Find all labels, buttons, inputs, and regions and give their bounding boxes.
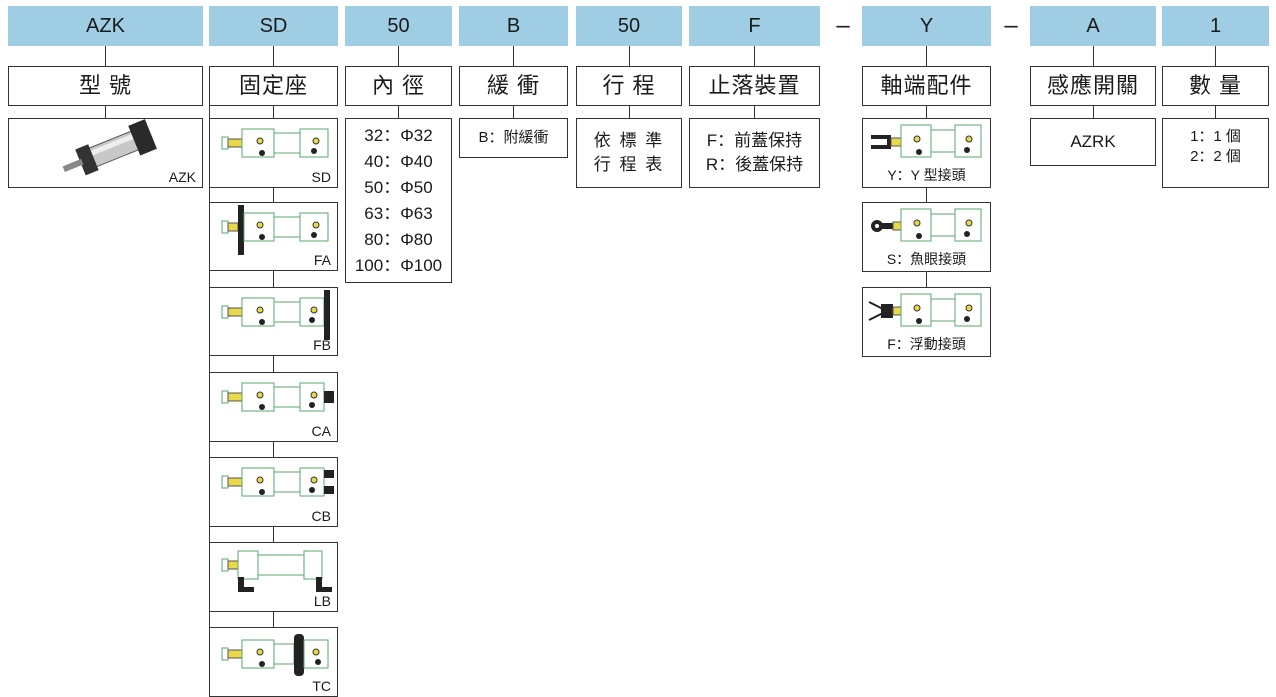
mount-option-fa: FA [209, 202, 338, 271]
header-mount: SD [209, 6, 338, 46]
cylinder-photo-icon [62, 119, 157, 176]
mount-caption-fa: FA [313, 252, 331, 268]
mount-option-sd: SD [209, 118, 338, 188]
cushion-text: B：附緩衝 [478, 129, 549, 146]
cushion-option: B：附緩衝 [459, 118, 568, 158]
cylinder-lb-icon [221, 550, 332, 592]
header-model: AZK [8, 6, 203, 46]
model-caption: AZK [168, 169, 196, 185]
label-mount: 固定座 [209, 66, 338, 106]
cylinder-cb-icon [221, 467, 334, 497]
label-cushion: 緩 衝 [459, 66, 568, 106]
mount-caption-ca: CA [311, 423, 331, 439]
quantity-text: 1：1 個 [1190, 128, 1241, 145]
mount-option-lb: LB [209, 542, 338, 612]
sensor-option: AZRK [1030, 118, 1156, 166]
header-quantity: 1 [1162, 6, 1269, 46]
cylinder-fb-icon [221, 290, 330, 340]
cylinder-tc-icon [221, 634, 329, 676]
quantity-text: 2：2 個 [1190, 148, 1241, 165]
rod-end-option-f: F：浮動接頭 [862, 287, 991, 357]
mount-option-fb: FB [209, 287, 338, 356]
label-sensor: 感應開關 [1030, 66, 1156, 106]
label-rod-end: 軸端配件 [862, 66, 991, 106]
bore-option: 63：Φ63 [364, 204, 433, 223]
rod-end-option-s: S：魚眼接頭 [862, 202, 991, 272]
rod-end-y-icon [871, 124, 982, 158]
header-stopper: F [689, 6, 820, 46]
separator-2: – [1004, 12, 1018, 39]
bore-option: 100：Φ100 [354, 256, 443, 275]
bore-option: 80：Φ80 [364, 230, 433, 249]
stopper-option: F：前蓋保持 R：後蓋保持 [689, 118, 820, 188]
mount-option-ca: CA [209, 372, 338, 442]
bore-options: 32：Φ32 40：Φ40 50：Φ50 63：Φ63 80：Φ80 100：Φ… [345, 118, 452, 283]
bore-option: 50：Φ50 [364, 178, 433, 197]
rod-end-f-icon [868, 293, 982, 327]
cylinder-sd-icon [221, 128, 329, 158]
sensor-text: AZRK [1070, 132, 1116, 151]
header-stroke: 50 [576, 6, 682, 46]
rod-end-caption-f: F：浮動接頭 [887, 336, 966, 352]
bore-option: 32：Φ32 [364, 126, 433, 145]
stroke-option: 依 標 準 行 程 表 [576, 118, 682, 188]
header-sensor: A [1030, 6, 1156, 46]
label-bore: 內 徑 [345, 66, 452, 106]
stopper-text: F：前蓋保持 [706, 131, 803, 150]
label-model: 型 號 [8, 66, 203, 106]
rod-end-s-icon [871, 208, 982, 242]
cylinder-fa-icon [221, 205, 329, 255]
bore-option: 40：Φ40 [364, 152, 433, 171]
mount-option-tc: TC [209, 627, 338, 697]
mount-caption-cb: CB [311, 508, 331, 524]
mount-caption-fb: FB [313, 337, 331, 353]
stopper-text: R：後蓋保持 [705, 155, 804, 174]
label-stopper: 止落裝置 [689, 66, 820, 106]
rod-end-caption-s: S：魚眼接頭 [886, 251, 967, 267]
mount-option-cb: CB [209, 457, 338, 527]
header-cushion: B [459, 6, 568, 46]
rod-end-option-y: Y：Y 型接頭 [862, 118, 991, 188]
quantity-option: 1：1 個 2：2 個 [1162, 118, 1269, 188]
stroke-text: 行 程 表 [593, 155, 665, 174]
separator-1: – [836, 12, 850, 39]
mount-caption-tc: TC [312, 678, 331, 694]
model-product-image: AZK [8, 118, 203, 188]
label-quantity: 數 量 [1162, 66, 1269, 106]
header-bore: 50 [345, 6, 452, 46]
mount-caption-lb: LB [313, 593, 331, 609]
header-rod-end: Y [862, 6, 991, 46]
label-stroke: 行 程 [576, 66, 682, 106]
cylinder-ca-icon [221, 382, 334, 412]
stroke-text: 依 標 準 [593, 131, 665, 150]
mount-caption-sd: SD [311, 169, 331, 185]
rod-end-caption-y: Y：Y 型接頭 [887, 167, 966, 183]
